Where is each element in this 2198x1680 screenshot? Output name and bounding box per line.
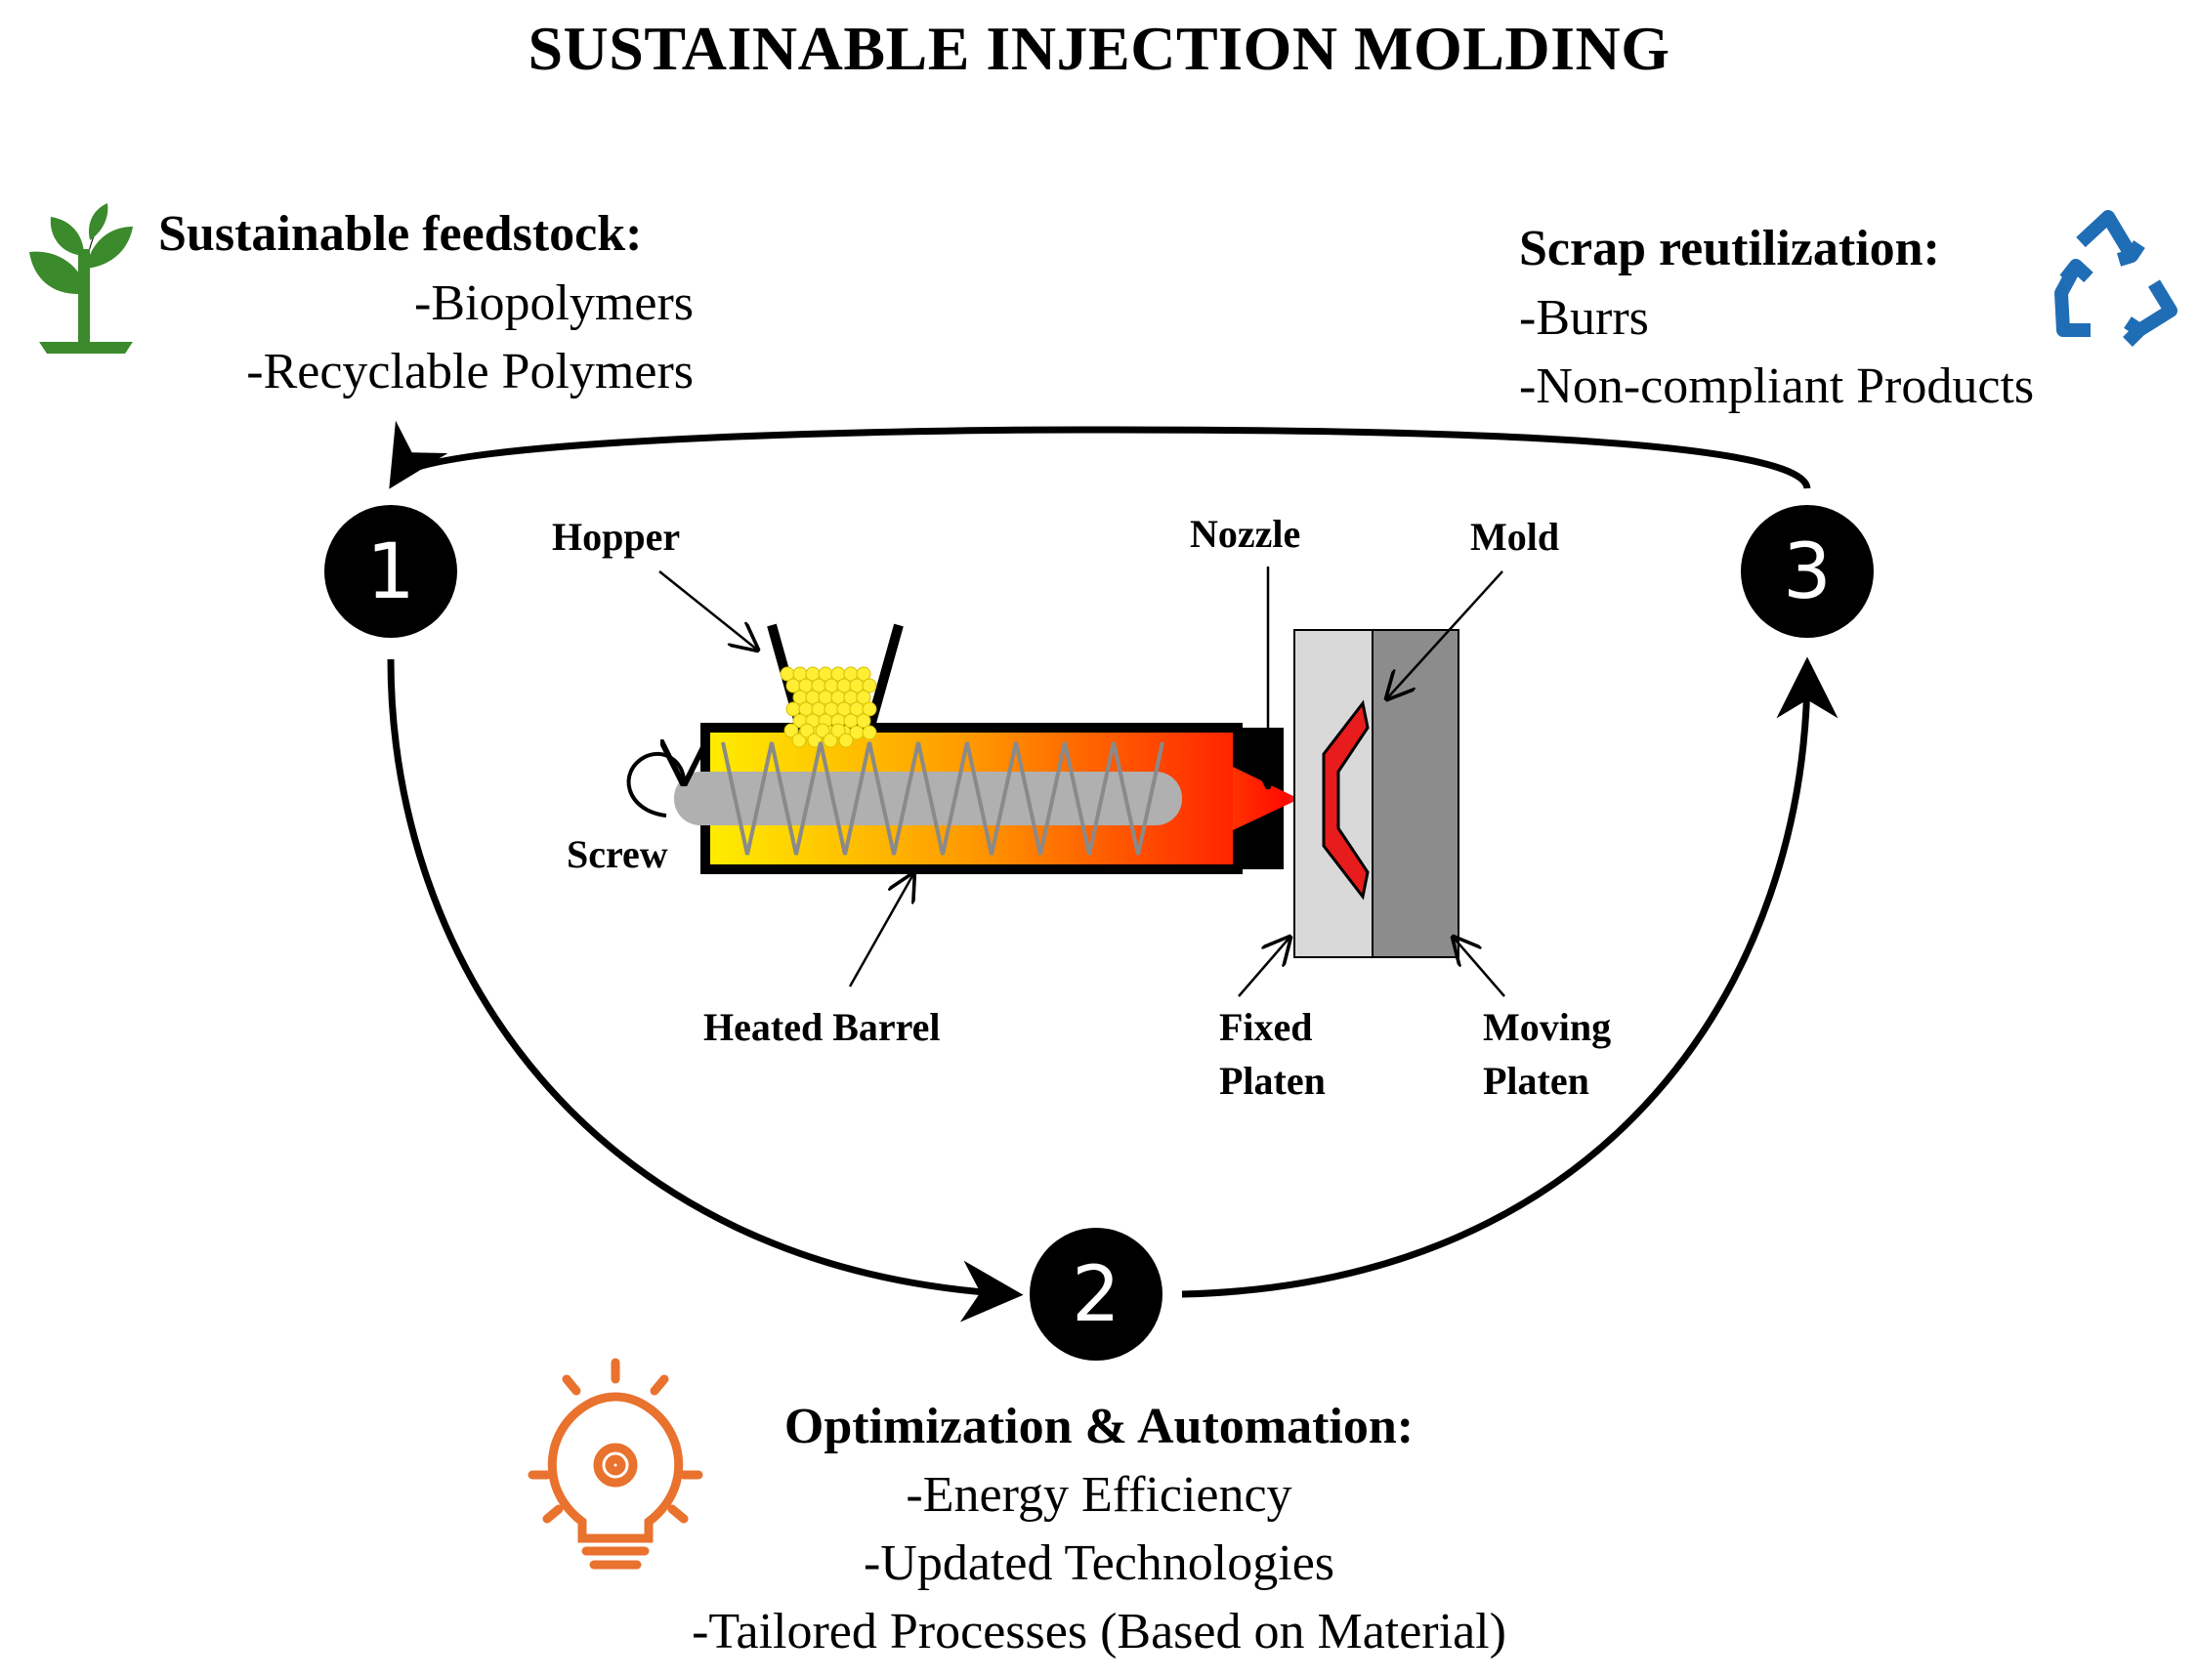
moving-platen-label-line1: Moving bbox=[1483, 1005, 1612, 1049]
step-2-item-technologies: -Updated Technologies bbox=[863, 1535, 1335, 1591]
step-2-marker: 2 bbox=[1030, 1228, 1162, 1361]
step-1-item-recyclable: -Recyclable Polymers bbox=[246, 344, 694, 399]
hopper-label: Hopper bbox=[552, 515, 681, 559]
step-3-item-noncompliant: -Non-compliant Products bbox=[1519, 358, 2035, 414]
pellets bbox=[780, 666, 877, 748]
page-title: SUSTAINABLE INJECTION MOLDING bbox=[528, 14, 1670, 83]
moving-platen-label-line2: Platen bbox=[1483, 1059, 1589, 1103]
plant-icon bbox=[29, 203, 133, 354]
cycle-arrow-3-to-1 bbox=[389, 420, 1811, 490]
step-1-marker: 1 bbox=[324, 505, 457, 638]
mold-cavity bbox=[1322, 699, 1370, 901]
fixed-platen-label-line1: Fixed bbox=[1219, 1005, 1313, 1049]
pellet bbox=[830, 723, 846, 738]
screw bbox=[674, 741, 1182, 856]
heated-barrel-leader bbox=[848, 874, 913, 987]
nozzle-label: Nozzle bbox=[1190, 512, 1301, 556]
mold-leader bbox=[1387, 570, 1503, 698]
pellet bbox=[856, 666, 871, 682]
moving-platen bbox=[1372, 629, 1459, 958]
pellet bbox=[838, 733, 854, 748]
pellet bbox=[856, 690, 871, 705]
pellet bbox=[856, 713, 871, 729]
cycle-arrow-2-to-3 bbox=[1181, 656, 1839, 1298]
step-1-item-biopolymers: -Biopolymers bbox=[414, 275, 694, 331]
injection-machine bbox=[626, 567, 1505, 997]
cycle-arrow-1-to-2 bbox=[387, 658, 1024, 1323]
step-3-heading: Scrap reutilization: bbox=[1519, 221, 1940, 276]
step-1-number: 1 bbox=[366, 528, 415, 616]
screw-label: Screw bbox=[567, 832, 668, 876]
pellet bbox=[791, 733, 807, 748]
step-2-item-tailored: -Tailored Processes (Based on Material) bbox=[692, 1604, 1506, 1659]
mold-label: Mold bbox=[1470, 515, 1560, 559]
pellet bbox=[862, 701, 877, 717]
screw-rotation-icon bbox=[626, 754, 684, 818]
pellet bbox=[862, 678, 877, 693]
step-1-heading: Sustainable feedstock: bbox=[158, 206, 643, 262]
step-3-marker: 3 bbox=[1741, 505, 1874, 638]
lightbulb-gear-icon bbox=[528, 1358, 703, 1570]
pellet bbox=[783, 723, 799, 738]
heated-barrel-label: Heated Barrel bbox=[703, 1005, 941, 1049]
step-2-number: 2 bbox=[1072, 1251, 1120, 1339]
pellet bbox=[799, 723, 815, 738]
fixed-platen-leader bbox=[1238, 938, 1289, 997]
step-3-number: 3 bbox=[1783, 528, 1832, 616]
pellet bbox=[823, 733, 838, 748]
nozzle bbox=[1233, 728, 1329, 869]
moving-platen-leader bbox=[1454, 938, 1505, 997]
pellet bbox=[862, 725, 877, 740]
step-2-item-energy: -Energy Efficiency bbox=[906, 1467, 1292, 1523]
fixed-platen-label-line2: Platen bbox=[1219, 1059, 1326, 1103]
pellet bbox=[815, 723, 830, 738]
step-3-item-burrs: -Burrs bbox=[1519, 290, 1649, 346]
hopper-leader bbox=[658, 570, 757, 650]
recycle-icon bbox=[2054, 210, 2177, 347]
step-2-heading: Optimization & Automation: bbox=[783, 1399, 1415, 1454]
pellet bbox=[807, 733, 823, 748]
